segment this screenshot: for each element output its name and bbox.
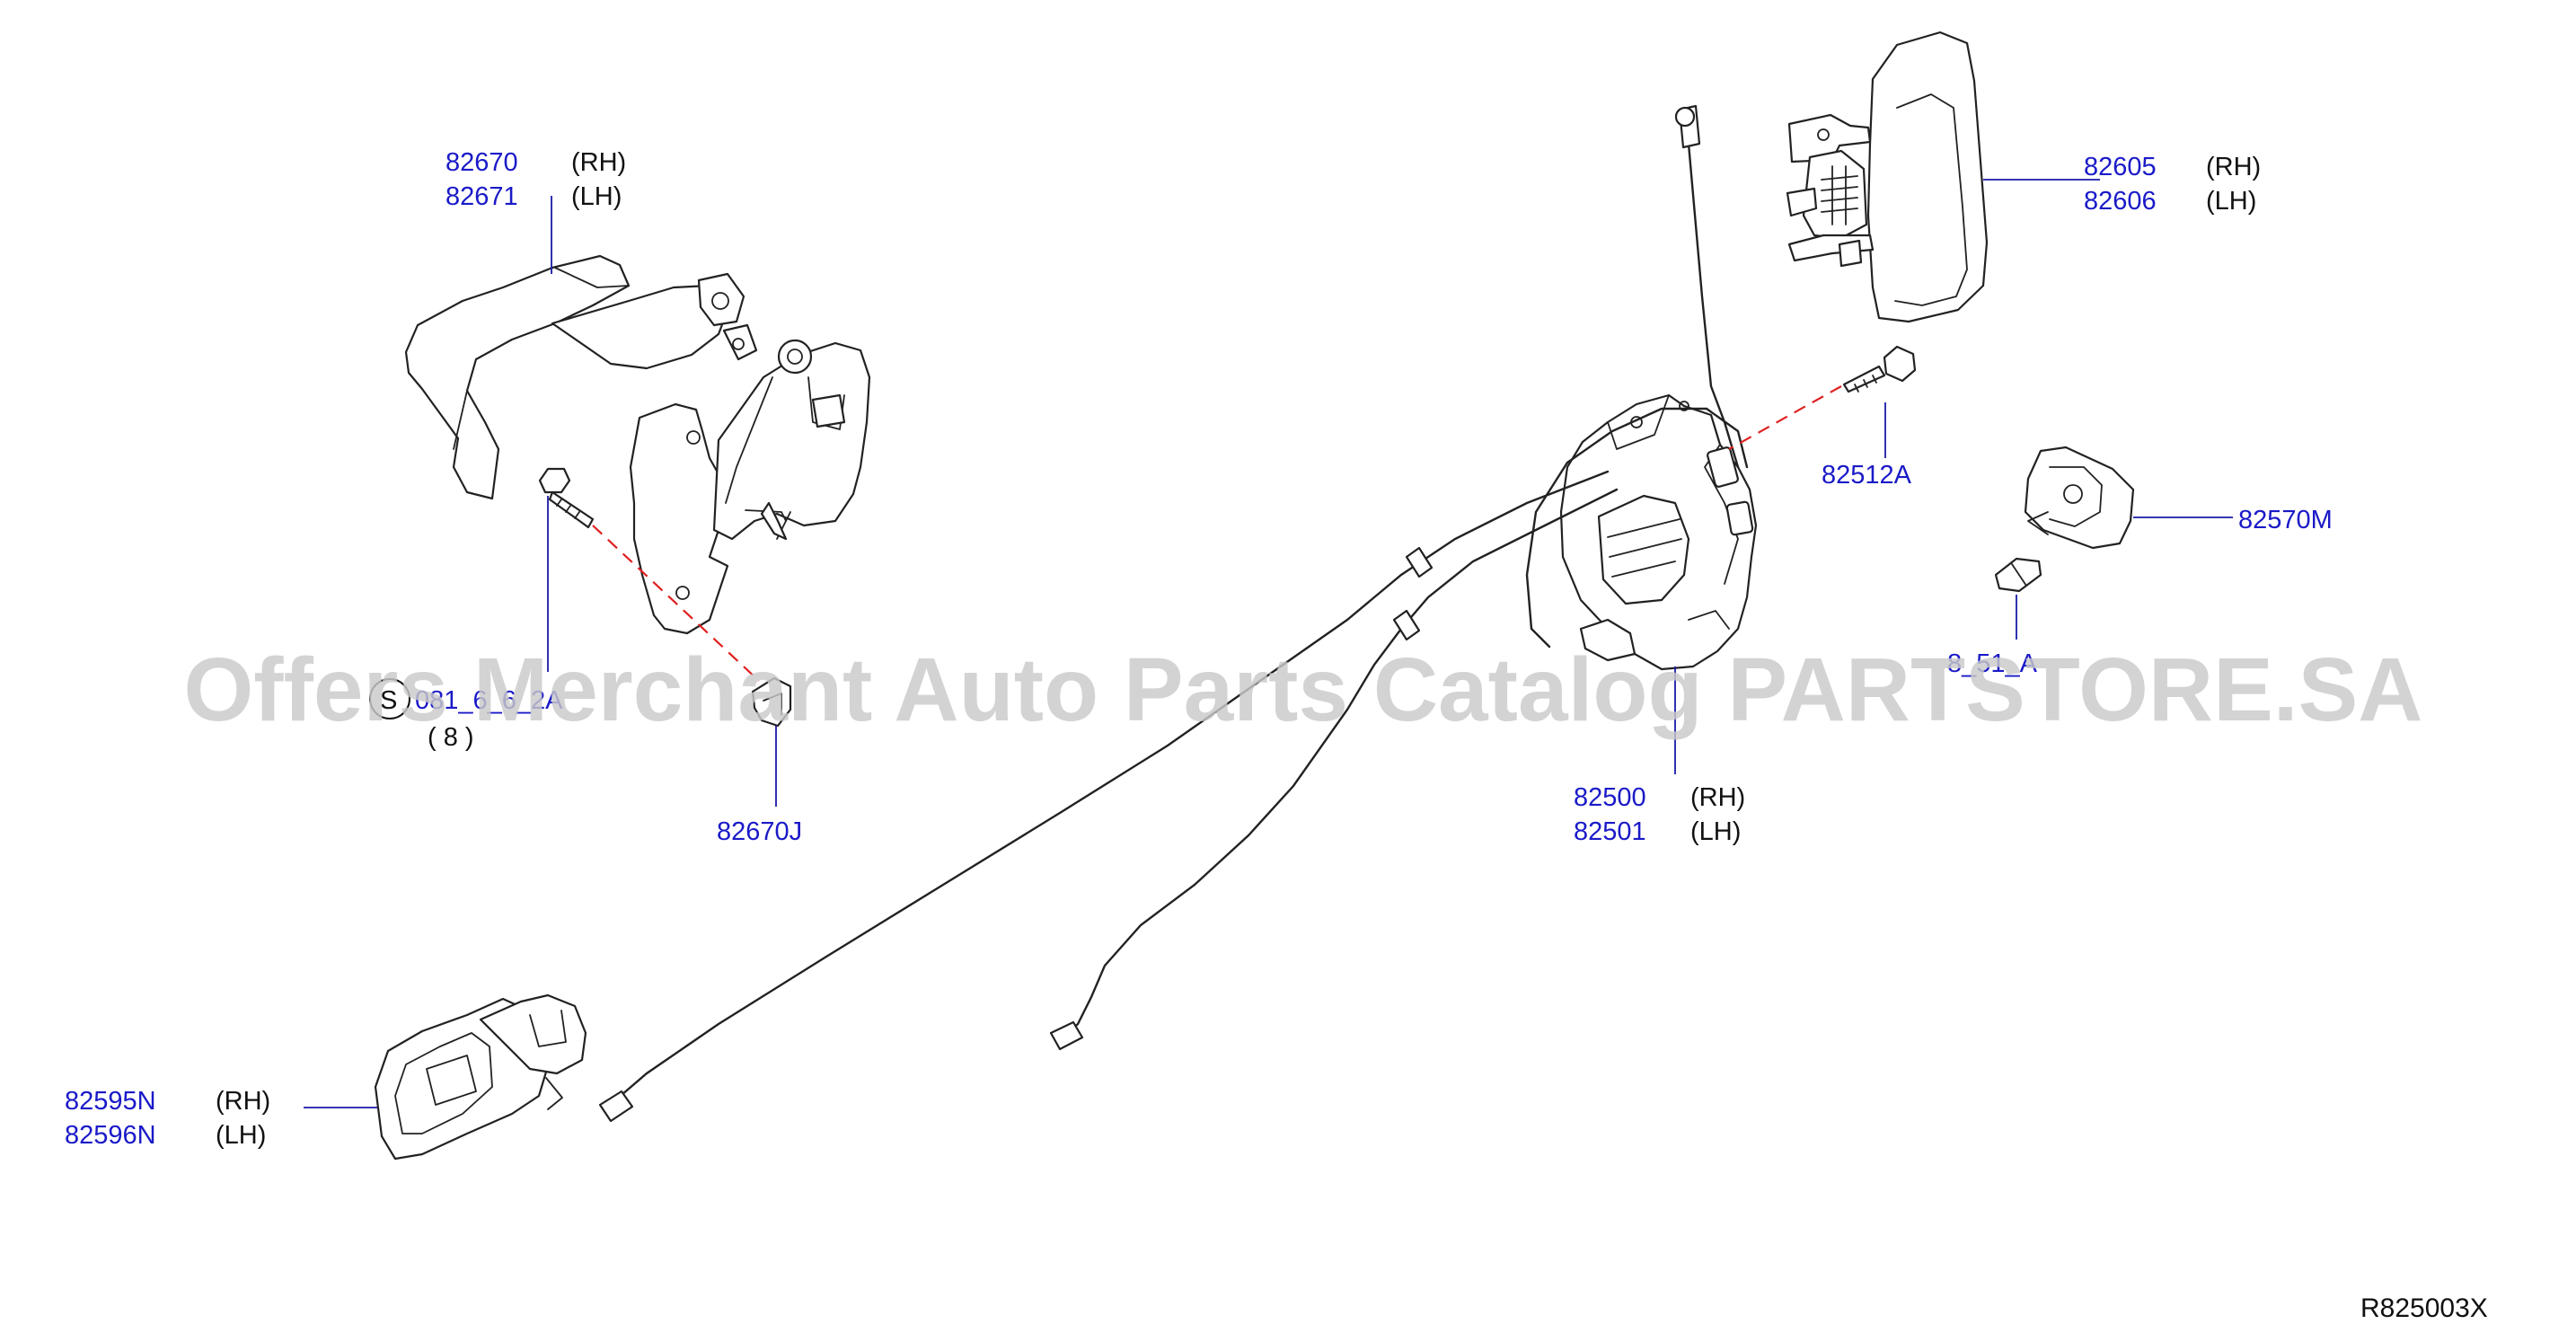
label-82605: 82605 — [2084, 153, 2157, 181]
label-82570m: 82570M — [2238, 506, 2333, 534]
control-cables — [598, 104, 1749, 1123]
label-82500-side: (RH) — [1690, 783, 1745, 812]
label-82501: 82501 — [1574, 817, 1646, 846]
handle-bolt-symbol: S — [369, 678, 410, 719]
label-82595n-side: (RH) — [216, 1087, 270, 1116]
label-82595n: 82595N — [65, 1087, 156, 1116]
label-82670: 82670 — [446, 148, 518, 177]
lock-bolt — [1842, 345, 1917, 393]
label-82605-side: (RH) — [2206, 153, 2261, 181]
leader-lines — [304, 179, 2233, 1108]
label-82606: 82606 — [2084, 187, 2157, 216]
inside-handle-assembly — [404, 254, 871, 635]
label-striker-screw: 8_51_A — [1947, 649, 2038, 678]
clip-82670j — [751, 676, 792, 728]
label-82670j: 82670J — [717, 817, 802, 846]
axis-line-handle-bolt — [592, 525, 760, 682]
label-82512a: 82512A — [1822, 461, 1912, 490]
label-82671-side: (LH) — [571, 182, 622, 211]
label-82671: 82671 — [446, 182, 518, 211]
handle-bolt — [538, 467, 595, 529]
handle-bolt-symbol-letter: S — [380, 686, 397, 715]
label-handle-bolt: 081_6_6_2A — [415, 686, 563, 715]
label-82500: 82500 — [1574, 783, 1646, 812]
label-82670-side: (RH) — [571, 148, 626, 177]
label-handle-bolt-qty: ( 8 ) — [428, 723, 474, 752]
door-lock-actuator — [1559, 393, 1758, 671]
label-82501-side: (LH) — [1690, 817, 1741, 846]
axis-line-lock-bolt — [1728, 385, 1842, 450]
label-82596n-side: (LH) — [216, 1121, 266, 1150]
label-82606-side: (LH) — [2206, 187, 2256, 216]
outside-handle — [1786, 31, 1989, 323]
lower-handle — [374, 993, 587, 1161]
striker — [2024, 446, 2135, 550]
diagram-reference-code: R825003X — [2360, 1293, 2488, 1323]
watermark: Offers Merchant Auto Parts Catalog PARTS… — [184, 640, 2423, 740]
striker-screw — [1994, 557, 2042, 593]
label-82596n: 82596N — [65, 1121, 156, 1150]
